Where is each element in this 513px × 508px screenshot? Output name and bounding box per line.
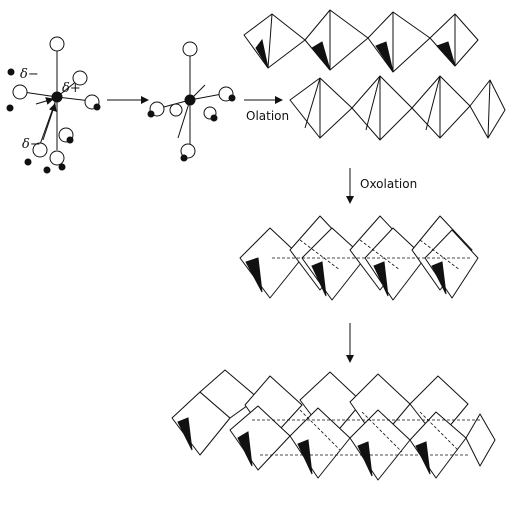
oxygen-atom xyxy=(72,70,88,86)
oxygen-atom xyxy=(12,84,28,100)
hydrogen-atom xyxy=(228,94,236,102)
oxolation-label: Oxolation xyxy=(360,177,417,191)
hydrogen-atom xyxy=(58,163,66,171)
oxygen-atom xyxy=(49,36,65,52)
oxygen-atom xyxy=(169,103,183,117)
metal-atom xyxy=(51,91,63,103)
octahedra-chain-top xyxy=(243,9,479,73)
hydrogen-atom xyxy=(66,136,74,144)
metal-atom xyxy=(184,94,196,106)
octahedra-layer xyxy=(171,369,496,481)
partial-charge-positive: δ+ xyxy=(62,81,81,96)
hydrogen-atom xyxy=(147,110,155,118)
octahedra-double-chain xyxy=(239,215,479,301)
hydrogen-atom xyxy=(210,114,218,122)
oxygen-atom xyxy=(49,150,65,166)
partial-charge-negative: δ− xyxy=(22,137,41,152)
octahedra-chain-bottom xyxy=(289,75,506,141)
hydrogen-atom xyxy=(43,166,51,174)
hydrogen-atom xyxy=(24,158,32,166)
hydrogen-atom xyxy=(6,104,14,112)
hydroxo-complex xyxy=(147,41,236,162)
olation-label: Olation xyxy=(246,109,289,123)
partial-charge-negative: δ− xyxy=(20,67,39,82)
hydrogen-atom xyxy=(93,103,101,111)
oxygen-atom xyxy=(180,143,196,159)
oxygen-atom xyxy=(182,41,198,57)
oxygen-atom xyxy=(32,142,48,158)
hydrogen-atom xyxy=(180,154,188,162)
hydrated-metal-complex: δ− δ+ δ− xyxy=(6,36,101,174)
hydrogen-atom xyxy=(7,68,15,76)
